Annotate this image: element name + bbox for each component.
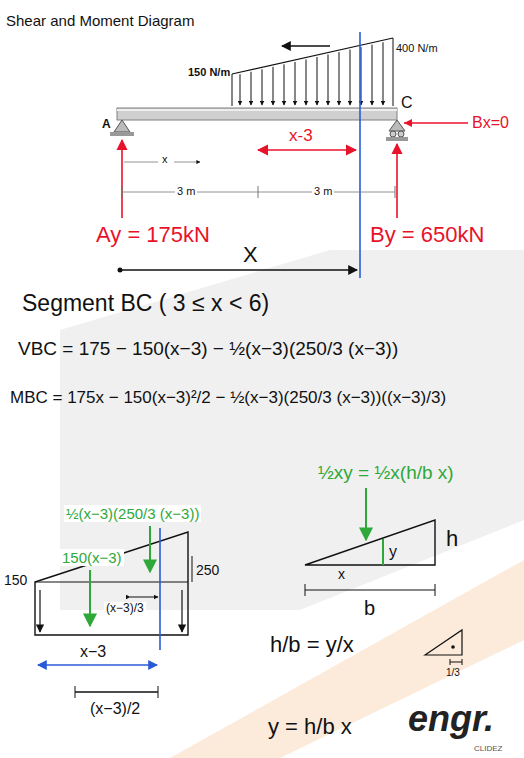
load-arrow: [181, 590, 182, 632]
support-name: A: [102, 118, 111, 132]
triangle-icon: [425, 630, 462, 655]
title: Shear and Moment Diagram: [6, 12, 194, 29]
section-cut: [359, 32, 361, 278]
load-edge: [393, 38, 394, 106]
load-edge: [232, 74, 233, 106]
dimension-arrow: [130, 597, 158, 598]
reaction-label: Ay = 175kN: [96, 222, 210, 247]
dimension-label: (x−3)/3: [104, 602, 146, 616]
dimension-label: 3 m: [312, 185, 334, 198]
dimension-arrow: [120, 269, 357, 270]
centroid-note: 1/3: [446, 667, 460, 679]
shear-equation: VBC = 175 − 150(x−3) − ½(x−3)(250/3 (x−3…: [18, 338, 398, 360]
load-arrow: [317, 57, 318, 105]
dimension-tick: [435, 584, 436, 596]
load-value: 150: [4, 572, 27, 588]
dimension-line: [124, 162, 158, 163]
beam-highlight: [117, 109, 397, 111]
resultant-label: 150(x−3): [60, 549, 124, 566]
dimension-label: x: [162, 153, 168, 166]
load-arrow: [383, 42, 384, 105]
dimension-label: 3 m: [175, 185, 197, 198]
load-arrow: [350, 50, 351, 105]
height-tick: [192, 556, 193, 582]
dimension-tick: [75, 686, 76, 698]
segment-heading: Segment BC ( 3 ≤ x < 6): [22, 290, 269, 316]
watermark-band: [170, 560, 524, 758]
triangle-area-note: ½xy = ½x(h/b x): [318, 462, 454, 484]
roller: [398, 131, 404, 137]
load-value: 150 N/m: [188, 66, 230, 79]
pin-support: [114, 120, 130, 132]
triangle-label: b: [364, 597, 375, 620]
load-arrow: [372, 45, 373, 105]
support-name: C: [401, 94, 413, 112]
roller: [390, 131, 396, 137]
triangle-ordinate: [382, 539, 384, 565]
dimension-tick: [462, 659, 463, 665]
resultant-arrow: [89, 570, 91, 626]
load-arrows: [240, 42, 383, 105]
dimension-tick: [450, 659, 451, 665]
load-arrow: [262, 69, 263, 105]
section-cut: [159, 528, 161, 650]
dimension-tick: [122, 186, 123, 198]
load-line: [232, 38, 393, 74]
reaction-arrow: [121, 140, 123, 218]
dimension-line: [174, 162, 200, 163]
load-arrow: [295, 62, 296, 105]
triangle-label: x: [338, 566, 345, 582]
load-arrow: [284, 64, 285, 105]
reaction-label: Bx=0: [472, 114, 509, 132]
proportion-equation: y = h/b x: [268, 714, 352, 739]
reaction-head: [404, 119, 412, 127]
logo: engr.: [408, 698, 494, 739]
reaction-line: [404, 122, 468, 124]
resultant-arrow: [149, 526, 151, 572]
centroid-dot: [451, 645, 455, 649]
ground: [386, 137, 408, 141]
load-arrow: [251, 72, 252, 105]
ground: [110, 132, 134, 136]
dimension-tick: [158, 686, 159, 698]
load-value: 250: [196, 562, 219, 578]
triangle: [305, 520, 435, 565]
triangle-label: y: [389, 543, 397, 561]
dimension-line: [305, 589, 435, 590]
roller-support: [389, 120, 405, 131]
dimension-tick: [258, 186, 259, 198]
dimension-arrow: [38, 664, 157, 665]
proportion-equation: h/b = y/x: [270, 632, 354, 657]
load-arrow: [328, 55, 329, 105]
load-value: 400 N/m: [396, 42, 438, 55]
load-arrow: [273, 67, 274, 105]
beam: [117, 108, 397, 120]
reaction-label: By = 650kN: [370, 222, 484, 247]
load-arrow: [339, 52, 340, 105]
dimension-label: x−3: [80, 643, 106, 661]
dimension-arrow: [258, 149, 356, 151]
load-arrow: [240, 74, 241, 105]
dimension-label: (x−3)/2: [90, 700, 140, 718]
direction-arrow: [282, 45, 330, 46]
moment-equation: MBC = 175x − 150(x−3)²/2 − ½(x−3)(250/3 …: [10, 388, 446, 408]
resultant-label: ½(x−3)(250/3 (x−3)): [64, 505, 201, 522]
logo-subtitle: CLIDEZ: [474, 744, 502, 753]
dimension-tick: [305, 584, 306, 596]
triangle-label: h: [446, 526, 458, 551]
dimension-label: x-3: [287, 126, 315, 146]
dimension-label: X: [243, 242, 258, 267]
dimension-bracket: [75, 691, 158, 692]
load-arrow: [39, 590, 40, 632]
load-split: [35, 581, 188, 582]
dimension-line: [450, 662, 462, 663]
dimension-tick: [395, 186, 396, 198]
reaction-arrow: [396, 144, 398, 218]
resultant-arrow: [365, 488, 367, 540]
load-arrow: [306, 59, 307, 105]
load-sketch: [35, 532, 188, 635]
